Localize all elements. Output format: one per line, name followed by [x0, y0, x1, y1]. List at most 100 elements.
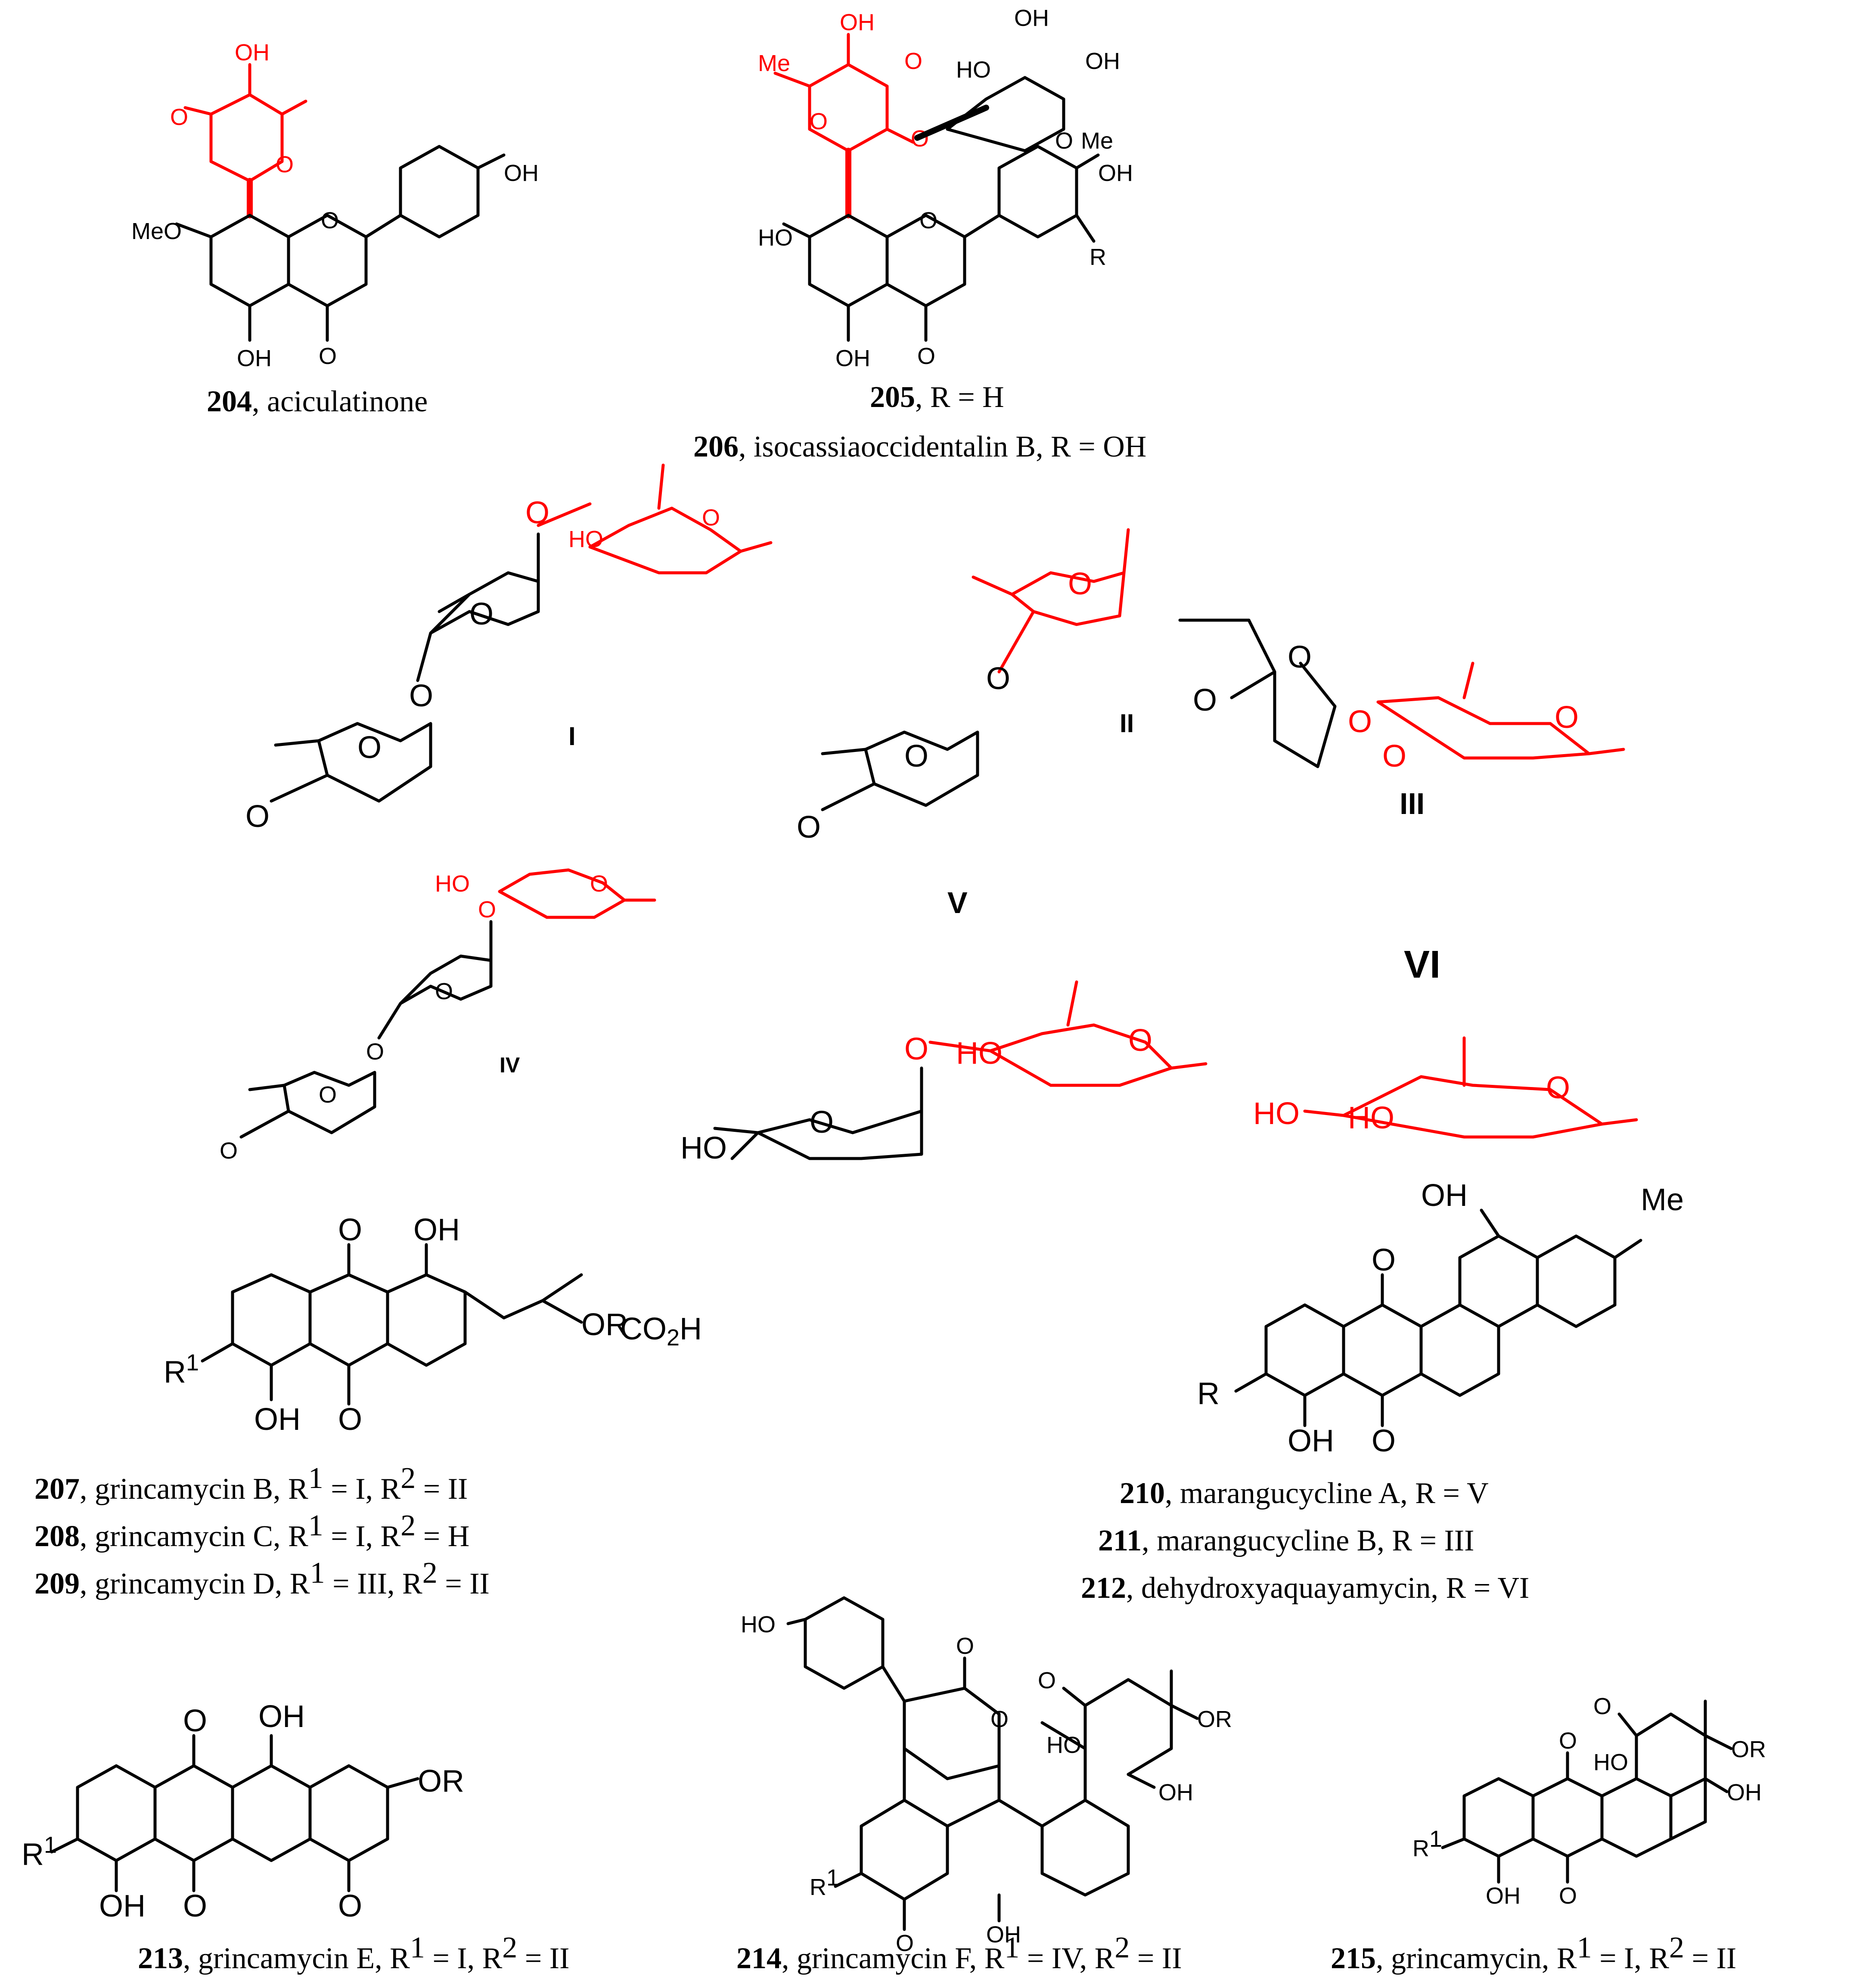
ether-o-label: O	[904, 1032, 928, 1066]
fragment-III: O O O O O III	[1178, 618, 1625, 820]
ho-label: HO	[435, 871, 470, 897]
oh-label: OH	[99, 1889, 146, 1923]
ring-o-label: O	[1546, 1071, 1570, 1105]
oh-label: OH	[986, 1922, 1021, 1948]
ketone-o-label: O	[1593, 1693, 1611, 1719]
caption-204: 204, aciculatinone	[207, 385, 428, 418]
me-label: Me	[1081, 128, 1113, 154]
caption-206: 206, isocassiaoccidentalin B, R = OH	[693, 430, 1146, 463]
caption-208: 208, grincamycin C, R1 = I, R2 = H	[34, 1509, 469, 1553]
r1-label: R1	[810, 1865, 839, 1900]
me-label: Me	[1641, 1183, 1684, 1217]
ho-label: HO	[1593, 1749, 1628, 1775]
fragment-label-V: V	[947, 886, 968, 919]
ring-o-label: O	[810, 109, 828, 134]
ketone-o-label: O	[245, 799, 270, 834]
oh-label: OH	[1098, 160, 1133, 186]
ring-o-label: O	[919, 208, 937, 233]
ho-label: HO	[568, 526, 603, 552]
or2-label: OR	[1197, 1706, 1232, 1732]
oh-label: OH	[235, 40, 270, 65]
ring-o-label: O	[319, 1082, 337, 1108]
ketone-o-label: O	[896, 1930, 914, 1956]
structure-207-209: O O OH OH R1 OR CO2H	[164, 1213, 702, 1437]
caption-205: 205, R = H	[870, 381, 1004, 414]
oh-label: OH	[413, 1213, 460, 1247]
meo-label: MeO	[131, 218, 182, 244]
carbonyl-o-label: O	[1372, 1424, 1396, 1458]
ho-label: HO	[1253, 1097, 1300, 1131]
carbonyl-o-label: O	[319, 343, 337, 369]
carbonyl-o-label: O	[338, 1213, 362, 1247]
fragment-IV: HO O O O O O O IV	[220, 868, 656, 1164]
oh-label: OH	[258, 1699, 305, 1734]
ring-o-label: O	[904, 739, 928, 773]
or2-label: OR	[581, 1308, 628, 1342]
ho-label: HO	[680, 1131, 727, 1165]
r-label: R	[1090, 244, 1106, 270]
fragment-VI: HO HO O	[1253, 1036, 1638, 1139]
structure-213: O O OH O OR OH R1	[22, 1699, 464, 1923]
ring-o-label: O	[702, 505, 720, 531]
oh-label: OH	[254, 1402, 301, 1437]
ether-o-label: O	[1348, 705, 1372, 739]
fragment-II: O O O O II	[797, 528, 1134, 845]
ring-o-label: O	[1555, 700, 1579, 735]
ketone-o-label: O	[220, 1138, 238, 1164]
or2-label: OR	[418, 1764, 464, 1799]
ketone-o-label: O	[1193, 683, 1217, 718]
ring-o-label: O	[1288, 640, 1312, 674]
structure-214: HO O O O OH R1 HO O OR OH	[741, 1596, 1232, 1956]
oh-label: OH	[1727, 1780, 1762, 1805]
fragment-label-I: I	[568, 722, 576, 751]
ether-o-label: O	[986, 662, 1010, 696]
oh-label: OH	[237, 345, 272, 371]
ketone-o-label: O	[1038, 1668, 1056, 1693]
fragment-label-III: III	[1400, 787, 1425, 820]
ketone-o-label: O	[797, 810, 821, 845]
carbonyl-o-label: O	[956, 1633, 974, 1659]
carbonyl-o-label: O	[338, 1402, 362, 1437]
oh-label: OH	[1421, 1178, 1468, 1213]
caption-209: 209, grincamycin D, R1 = III, R2 = II	[34, 1556, 490, 1600]
ring-o-label: O	[435, 978, 453, 1004]
fragment-label-IV: IV	[500, 1053, 520, 1077]
ether-o-label: O	[366, 1039, 384, 1065]
fragment-label-VI: VI	[1404, 943, 1440, 986]
caption-212: 212, dehydroxyaquayamycin, R = VI	[1081, 1572, 1529, 1605]
caption-214: 214, grincamycin F, R1 = IV, R2 = II	[736, 1931, 1182, 1975]
ring-o-label: O	[590, 871, 608, 897]
ho-label: HO	[956, 57, 991, 83]
ring-o-label: O	[990, 1706, 1009, 1732]
oh-label: OH	[1158, 1780, 1193, 1805]
structure-204: OH O O O O OH MeO OH	[131, 40, 539, 371]
fragment-I: O HO O O O O O I	[245, 463, 773, 834]
ring-o-label: O	[1128, 1023, 1152, 1058]
carbonyl-o-label: O	[183, 1889, 207, 1923]
structure-210-212: O O OH Me OH R	[1197, 1178, 1684, 1458]
caption-210: 210, marangucycline A, R = V	[1120, 1477, 1489, 1510]
ho-label: HO	[1046, 1732, 1081, 1758]
caption-213: 213, grincamycin E, R1 = I, R2 = II	[138, 1931, 569, 1975]
r1-label: R1	[22, 1832, 57, 1872]
ho-label: HO	[758, 225, 793, 251]
oh-label: OH	[835, 345, 870, 371]
r1-label: R1	[164, 1350, 199, 1389]
r-label: R	[1197, 1376, 1220, 1411]
ring-o-label: O	[1055, 128, 1073, 154]
ether-o-label: O	[409, 679, 433, 713]
ketone-o-label: O	[170, 104, 188, 130]
ether-o-label: O	[478, 897, 496, 923]
oh-label: OH	[504, 160, 539, 186]
carbonyl-o-label: O	[1559, 1883, 1577, 1909]
ring-o-label: O	[357, 730, 382, 765]
co2h-label: CO2H	[620, 1312, 702, 1351]
ring-o-label: O	[276, 152, 294, 177]
oh-label: OH	[840, 9, 875, 35]
structure-205-206: Me OH O O O HO OH OH O Me O O OH HO OH R	[758, 5, 1133, 371]
ho-label: HO	[956, 1036, 1003, 1071]
ring-o-label: O	[810, 1105, 834, 1140]
carbonyl-o-label: O	[1372, 1243, 1396, 1277]
